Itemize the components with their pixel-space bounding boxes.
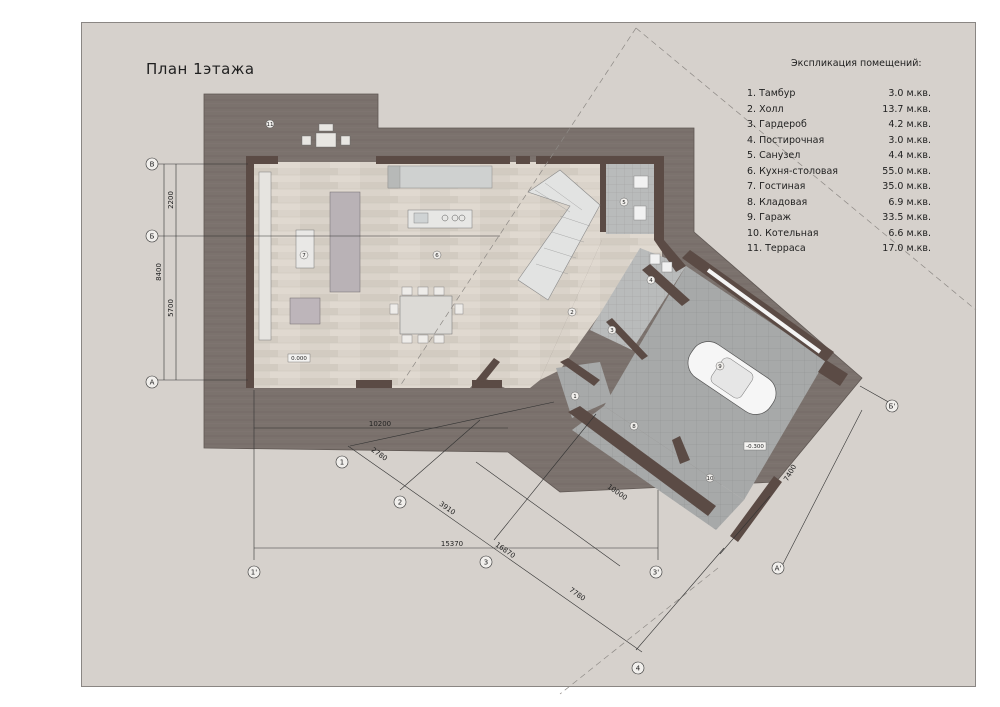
garage-wing [556, 240, 848, 542]
legend-row: 9. Гараж 33.5 м.кв. [747, 212, 931, 226]
legend-room-name: 6. Кухня-столовая [747, 165, 839, 177]
room-2-mark: 2 [570, 310, 574, 316]
legend-room-name: 10. Котельная [747, 227, 819, 239]
level-garage: -0.300 [746, 444, 764, 450]
legend-row: 4. Постирочная 3.0 м.кв. [747, 135, 931, 149]
axis-b-bubble [145, 229, 159, 243]
axis-2-bubble [393, 495, 407, 509]
legend-row: 1. Тамбур 3.0 м.кв. [747, 88, 931, 102]
axis-bp-bubble [885, 399, 899, 413]
legend-row: 3. Гардероб 4.2 м.кв. [747, 119, 931, 133]
dim-8400: 8400 [155, 263, 163, 281]
axis-3p-label: 3' [653, 569, 659, 577]
room-6-mark: 6 [435, 253, 439, 259]
axis-ap-bubble [771, 561, 785, 575]
legend-title: Экспликация помещений: [791, 58, 922, 69]
axis-4-bubble [631, 661, 645, 675]
legend-row: 6. Кухня-столовая 55.0 м.кв. [747, 166, 931, 180]
axis-1-bubble [335, 455, 349, 469]
room-8-mark: 8 [632, 424, 636, 430]
terrace-table [301, 123, 351, 148]
axis-2-label: 2 [398, 499, 402, 507]
dim-2200: 2200 [167, 191, 175, 209]
axis-labels: В Б А 1 2 3 4 1' 3' А' Б' [150, 161, 896, 673]
dim-7780: 7780 [568, 586, 587, 603]
axis-v-bubble [145, 157, 159, 171]
legend-room-area: 6.6 м.кв. [888, 227, 931, 239]
legend-row: 8. Кладовая 6.9 м.кв. [747, 197, 931, 211]
legend-room-name: 9. Гараж [747, 212, 792, 223]
legend-room-area: 3.0 м.кв. [888, 88, 931, 99]
legend-room-area: 4.2 м.кв. [888, 119, 931, 130]
room-5-mark: 5 [622, 200, 626, 206]
axis-1-label: 1 [340, 459, 344, 467]
axis-a-bubble [145, 375, 159, 389]
room-1-mark: 1 [573, 394, 577, 400]
legend-room-name: 1. Тамбур [747, 88, 796, 99]
axis-4-label: 4 [636, 665, 641, 673]
legend-room-name: 11. Терраса [747, 243, 806, 254]
axis-1p-label: 1' [251, 569, 257, 577]
axis-v-label: В [150, 161, 155, 169]
axis-1p-bubble [247, 565, 261, 579]
axis-3-bubble [479, 555, 493, 569]
legend-room-area: 33.5 м.кв. [882, 212, 931, 223]
dimension-lines [158, 163, 893, 653]
legend-room-name: 5. Санузел [747, 150, 801, 161]
kitchen [387, 165, 493, 229]
level-marks: 0.000 -0.300 [287, 353, 767, 451]
bathroom [606, 164, 654, 234]
axis-markers [145, 157, 899, 675]
axis-bp-label: Б' [889, 403, 896, 411]
main-walls [246, 156, 664, 388]
legend-row: 11. Терраса 17.0 м.кв. [747, 243, 931, 257]
room-11-mark: 11 [267, 122, 274, 128]
room-4-mark: 4 [649, 278, 653, 284]
axis-3p-bubble [649, 565, 663, 579]
legend-room-name: 4. Постирочная [747, 134, 825, 146]
room-marker-labels: 11 7 6 2 3 4 5 1 8 10 9 [267, 122, 723, 482]
legend-room-name: 3. Гардероб [747, 119, 807, 130]
legend-room-area: 6.9 м.кв. [888, 196, 931, 208]
dim-3910: 3910 [438, 500, 457, 517]
axis-b-label: Б [150, 233, 155, 241]
legend-room-area: 3.0 м.кв. [888, 134, 931, 146]
legend-room-name: 2. Холл [747, 103, 784, 115]
legend-row: 10. Котельная 6.6 м.кв. [747, 228, 931, 242]
room-9-mark: 9 [718, 364, 722, 370]
legend-room-name: 7. Гостиная [747, 181, 806, 192]
legend-room-area: 17.0 м.кв. [882, 243, 931, 254]
room-markers [265, 119, 725, 483]
legend-row: 7. Гостиная 35.0 м.кв. [747, 181, 931, 195]
plan-title: План 1этажа [146, 60, 255, 78]
dim-5700: 5700 [167, 299, 175, 317]
legend-room-area: 35.0 м.кв. [882, 181, 931, 192]
room-10-mark: 10 [707, 476, 714, 482]
legend-room-name: 8. Кладовая [747, 196, 808, 208]
living-furniture [258, 171, 361, 341]
room-7-mark: 7 [302, 253, 306, 259]
dim-15370: 15370 [441, 540, 463, 548]
dim-10200: 10200 [369, 420, 391, 428]
legend-room-area: 55.0 м.кв. [882, 165, 931, 177]
room-3-mark: 3 [610, 328, 614, 334]
level-main: 0.000 [291, 356, 307, 362]
axis-3-label: 3 [484, 559, 488, 567]
legend-room-area: 4.4 м.кв. [888, 150, 931, 161]
dining-table [389, 286, 464, 344]
axis-a-label: А [150, 379, 155, 387]
legend-row: 2. Холл 13.7 м.кв. [747, 104, 931, 118]
legend-row: 5. Санузел 4.4 м.кв. [747, 150, 931, 164]
secondary-frame [399, 27, 977, 695]
legend-room-area: 13.7 м.кв. [882, 103, 931, 115]
axis-ap-label: А' [775, 565, 782, 573]
staircase [517, 169, 601, 301]
